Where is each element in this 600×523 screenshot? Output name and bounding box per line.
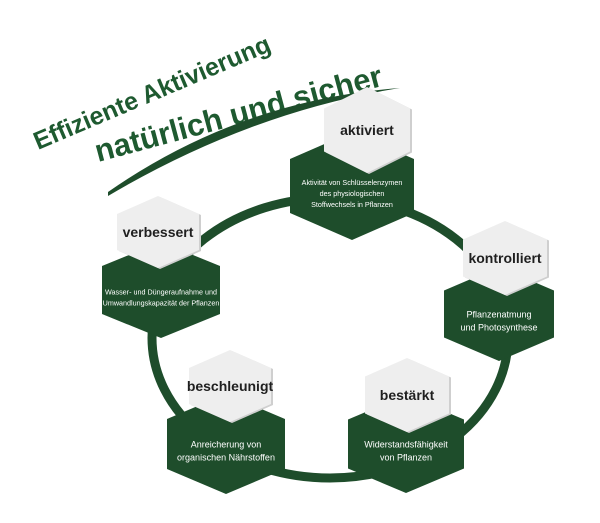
stage-description-line: Anreicherung von (191, 440, 262, 450)
stage-label-hexagon (117, 196, 199, 268)
stage-label: kontrolliert (468, 250, 541, 266)
stage-description-line: Pflanzenatmung (466, 310, 531, 320)
stage-description-line: Aktivität von Schlüsselenzymen (302, 178, 403, 187)
stage-description-line: organischen Nährstoffen (177, 453, 275, 463)
stage-description-hexagon (444, 267, 554, 361)
stage-description-hexagon (167, 394, 285, 494)
stage-description-line: Wasser- und Düngeraufnahme und (105, 288, 217, 297)
stage-label: aktiviert (340, 122, 394, 138)
stage-label: bestärkt (380, 387, 435, 403)
stage-label: verbessert (123, 224, 194, 240)
stage-description-line: von Pflanzen (380, 453, 432, 463)
stage-description-hexagon (102, 242, 220, 338)
stage-description-line: des physiologischen (320, 189, 385, 198)
stage-label-hexagon (463, 221, 547, 295)
stage-label-hexagon (365, 358, 449, 432)
stage-description-line: und Photosynthese (460, 323, 537, 333)
stage-label-hexagon (324, 87, 410, 173)
stage-description-line: Umwandlungskapazität der Pflanzen (103, 299, 220, 308)
stage-description-line: Widerstandsfähigkeit (364, 440, 448, 450)
stage-label-hexagon (189, 350, 271, 422)
stage-label: beschleunigt (187, 378, 274, 394)
stage-description-line: Stoffwechsels in Pflanzen (311, 200, 393, 209)
